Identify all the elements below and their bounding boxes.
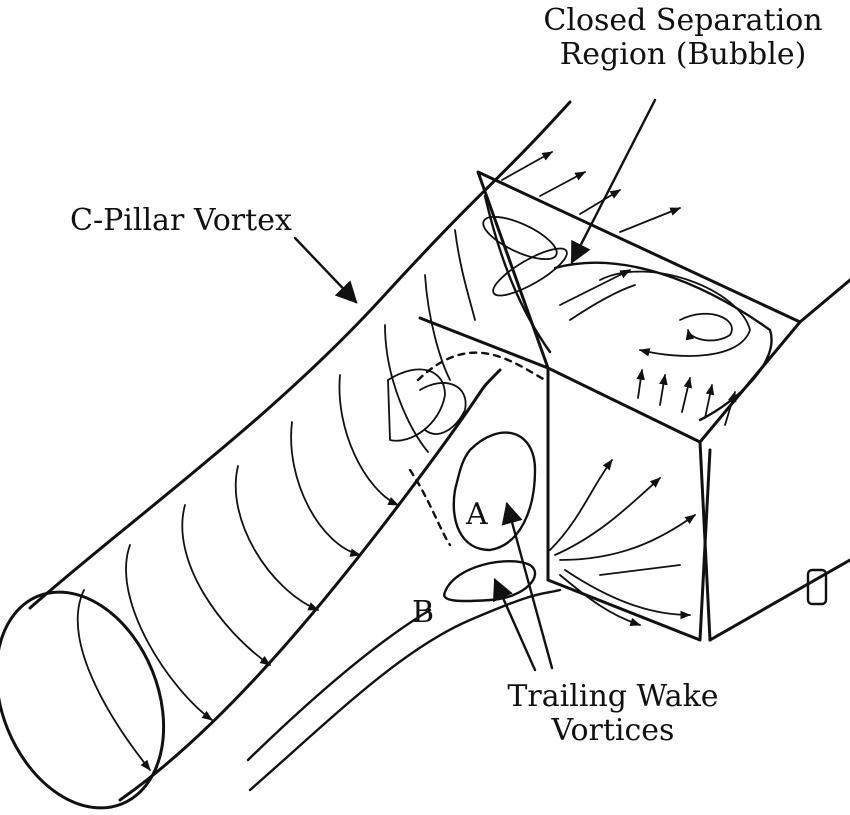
leader-arrows — [293, 98, 657, 672]
tyre-stub — [806, 568, 828, 606]
vehicle-rear-body — [418, 170, 850, 642]
vortex-a-label: A — [466, 497, 488, 532]
vortex-tube-lower-edge — [118, 368, 502, 802]
vortex-end-cap — [0, 590, 166, 810]
trailing-wake-vortices-label: Trailing Wake Vortices — [487, 680, 739, 748]
wake-leader-arrow-b — [493, 578, 537, 672]
rear-face-flow-pattern — [549, 459, 696, 627]
vehicle-roof-outline — [476, 170, 802, 444]
closed-separation-region-label: Closed Separation Region (Bubble) — [527, 4, 839, 72]
c-pillar-leader-arrow — [293, 236, 358, 304]
c-pillar-vortex-tube — [0, 100, 572, 810]
vortex-b-loop — [443, 560, 537, 603]
recirculation-loop-1 — [599, 270, 751, 357]
vortex-tube-upper-edge — [28, 100, 572, 610]
recirculation-loop-2 — [679, 312, 733, 342]
bubble-leader-arrow — [570, 98, 657, 264]
bubble-label-line-2: Region (Bubble) — [559, 37, 807, 72]
bubble-label-line-1: Closed Separation — [543, 3, 823, 38]
vortex-a-loop — [452, 431, 537, 552]
vortex-surface-streaklines — [76, 229, 476, 771]
wake-leader-arrow-a — [501, 501, 554, 670]
c-pillar-vortex-label: C-Pillar Vortex — [70, 203, 292, 238]
trailing-wake-vortices — [387, 351, 547, 603]
separation-bubble-region — [482, 151, 773, 426]
vortex-b-label: B — [412, 595, 435, 630]
wake-label-line-2: Vortices — [551, 713, 675, 748]
wake-label-line-1: Trailing Wake — [507, 679, 719, 714]
lower-wake-streamline — [248, 588, 562, 792]
roof-trailing-streaks — [636, 368, 737, 426]
